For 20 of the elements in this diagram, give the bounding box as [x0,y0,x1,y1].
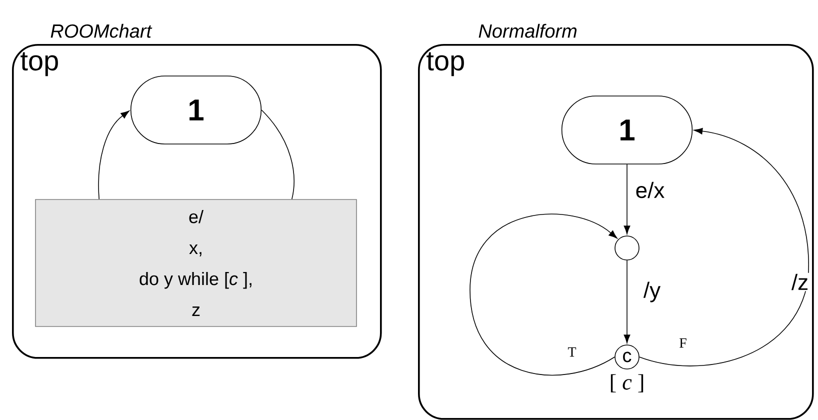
transition-line [261,110,294,200]
transition-arrow [624,164,630,234]
state-name: top [20,52,58,76]
node-label: Normalform [478,24,577,38]
condition-label: [ c ] [610,374,644,392]
edge-label: T [566,346,578,358]
state-name: top [426,52,464,76]
junction-circle [614,236,640,260]
transition-arrow [639,128,809,366]
edge-label: /z [790,272,810,292]
action-box: e/ x, do y while [c ], z [35,199,357,327]
transition-arrow [98,110,130,200]
state-box: 1 [561,96,693,164]
branch-label: F [680,338,686,348]
transition-arrow [624,260,630,344]
edge-label: /y [642,280,662,304]
transition-arrow [470,214,618,376]
state-box: 1 [130,76,262,144]
node-label: ROOMchart [50,24,152,38]
edge-label: e/x [634,180,666,200]
